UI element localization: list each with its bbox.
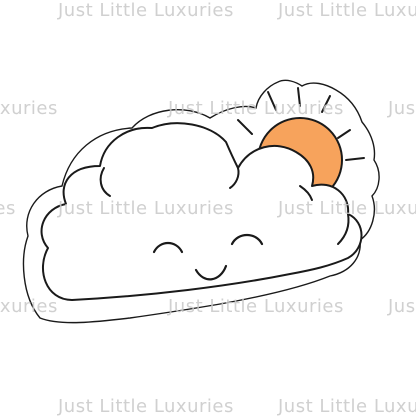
- smiley-face-icon: [152, 233, 264, 281]
- cloud-detail-lines: [99, 167, 350, 245]
- left-eye: [152, 241, 184, 254]
- sun-rays: [237, 87, 365, 161]
- mouth: [194, 264, 228, 281]
- right-eye: [230, 233, 264, 246]
